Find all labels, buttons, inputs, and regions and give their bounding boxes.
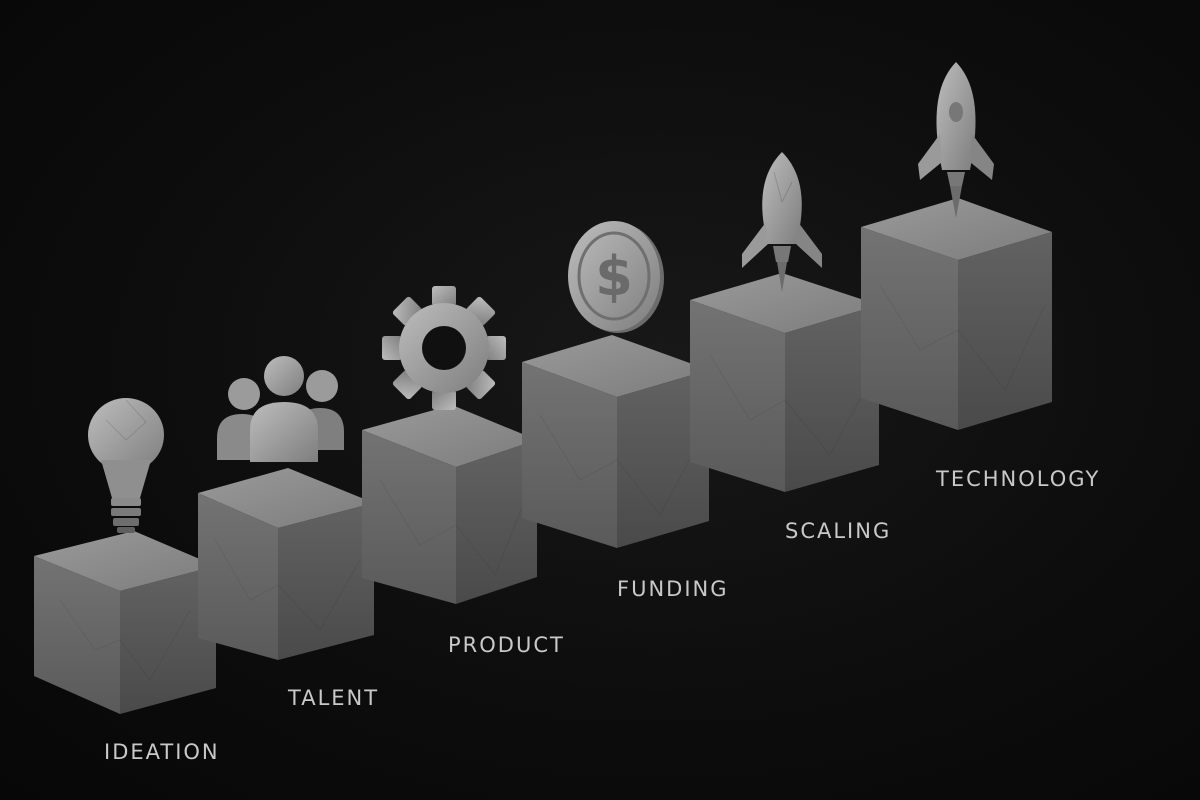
block-top-face [690,273,879,333]
stage-block-talent [198,468,374,660]
stage-block-product [362,405,537,604]
stage-block-technology [861,198,1052,430]
stage-label-talent: TALENT [288,686,380,710]
rocket-icon-technology [918,62,994,218]
block-top-face [861,198,1052,260]
stage-label-funding: FUNDING [617,577,729,601]
block-top-face [198,468,374,528]
stage-label-scaling: SCALING [785,519,892,543]
block-front-face [861,227,958,430]
lightbulb-icon [88,398,164,533]
block-top-face [362,405,537,467]
block-side-face [785,305,879,492]
block-side-face [617,370,709,548]
block-front-face [34,556,120,714]
block-front-face [690,300,785,492]
gear-icon [382,286,506,410]
people-icon [217,356,344,462]
block-top-face [522,335,709,397]
svg-text:$: $ [595,245,633,308]
block-side-face [120,566,216,714]
stage-label-ideation: IDEATION [104,740,220,764]
stage-block-ideation [34,531,216,714]
block-front-face [522,362,617,548]
stage-block-funding [522,335,709,548]
block-top-face [34,531,216,591]
block-side-face [456,440,537,604]
block-side-face [958,232,1052,430]
dollar-coin-icon: $ [568,221,664,333]
stage-label-product: PRODUCT [448,633,565,657]
rocket-icon-scaling [742,152,822,292]
stage-block-scaling [690,273,879,492]
block-front-face [362,430,456,604]
block-front-face [198,493,278,660]
block-side-face [278,503,374,660]
stage-label-technology: TECHNOLOGY [936,467,1101,491]
